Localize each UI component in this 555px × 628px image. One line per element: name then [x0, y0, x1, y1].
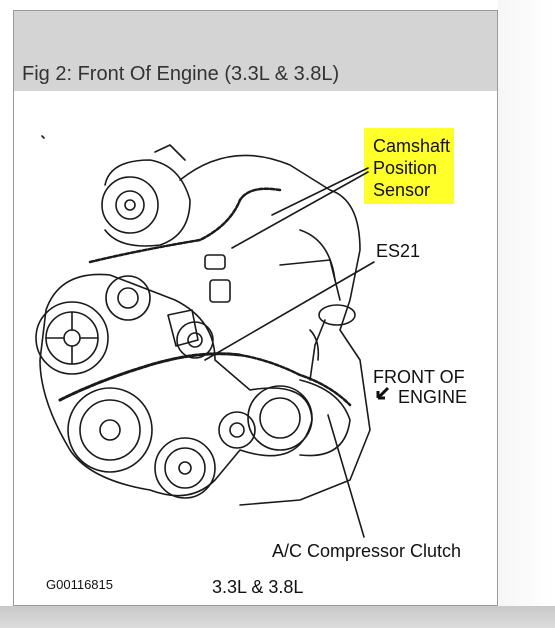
figure-id: G00116815	[46, 577, 113, 592]
camshaft-label-line1: Camshaft	[373, 136, 451, 156]
camshaft-label-line2: Position	[373, 158, 438, 178]
bottom-bar	[0, 606, 555, 628]
figure-title: Fig 2: Front Of Engine (3.3L & 3.8L)	[22, 63, 340, 85]
es21-label: ES21	[376, 241, 421, 261]
title-bar: Fig 2: Front Of Engine (3.3L & 3.8L)	[14, 11, 497, 91]
figure-panel: Fig 2: Front Of Engine (3.3L & 3.8L)	[13, 10, 498, 606]
camshaft-label-line3: Sensor	[373, 180, 431, 200]
front-of-engine-line1: FRONT OF	[373, 367, 465, 387]
compressor-clutch-label: A/C Compressor Clutch	[272, 541, 462, 561]
front-of-engine-line2: ENGINE	[398, 387, 468, 407]
right-margin	[498, 0, 555, 606]
engine-size-caption: 3.3L & 3.8L	[212, 577, 304, 597]
camshaft-highlight	[364, 128, 454, 204]
arrow-down-left-icon	[376, 386, 390, 400]
